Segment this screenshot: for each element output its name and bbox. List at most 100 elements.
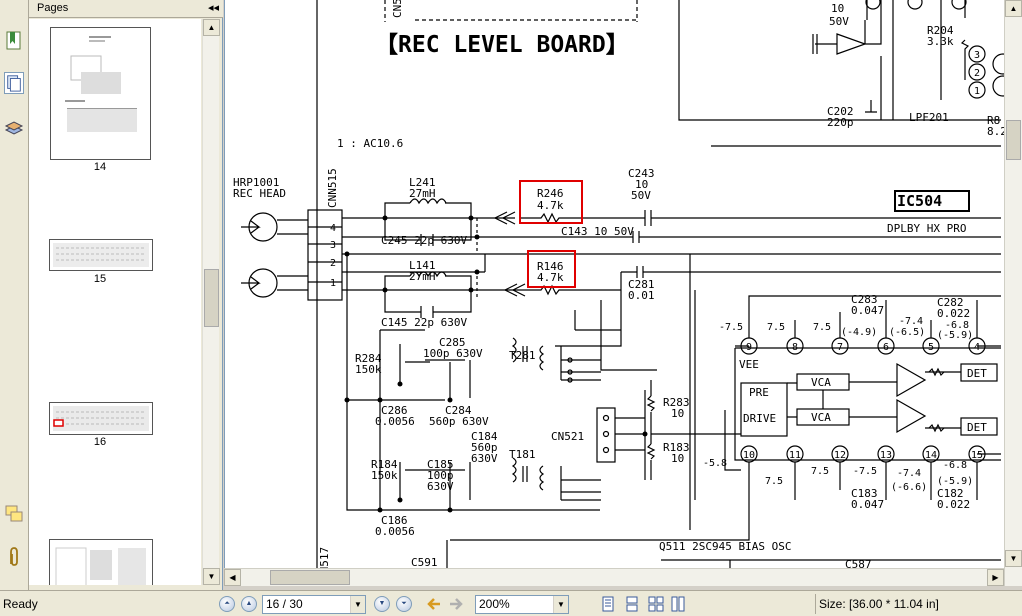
voltage-reading: -7.4 <box>897 468 921 479</box>
zoom-field[interactable]: 200% ▼ <box>475 595 569 614</box>
ic-pin: 13 <box>880 450 892 461</box>
attachments-icon[interactable] <box>4 546 24 568</box>
voltage-reading: -6.8 <box>943 460 967 471</box>
collapse-panel-button[interactable]: ◂◂ <box>207 2 219 14</box>
facing-view-icon[interactable] <box>648 596 664 612</box>
connector-pin: 2 <box>330 258 336 269</box>
continuous-view-icon[interactable] <box>624 596 640 612</box>
r146-value: 4.7k <box>537 271 564 284</box>
next-page-button[interactable]: ▼ <box>374 596 390 612</box>
voltage-reading: (-4.9) <box>841 327 877 338</box>
scroll-thumb[interactable] <box>204 269 219 327</box>
thumbnail-preview <box>55 547 146 585</box>
go-forward-icon[interactable] <box>448 596 464 612</box>
c202-value: 220p <box>827 116 854 129</box>
connector-pin: 3 <box>330 240 336 251</box>
connector-pin: 1 <box>330 278 336 289</box>
connector-pin: 4 <box>330 223 336 234</box>
r284-label: R284 <box>355 352 382 365</box>
r183-value: 10 <box>671 452 684 465</box>
c145-label: C145 22p 630V <box>381 316 467 329</box>
ic-pin: 8 <box>792 342 798 353</box>
scroll-up-button[interactable]: ▲ <box>1005 0 1022 17</box>
scroll-thumb[interactable] <box>270 570 350 585</box>
c283-value: 0.047 <box>851 304 884 317</box>
c185-label: C185 <box>427 458 454 471</box>
page-thumbnail[interactable] <box>49 539 153 585</box>
c283-label: C283 <box>851 293 878 306</box>
scroll-up-button[interactable]: ▲ <box>203 19 220 36</box>
first-page-button[interactable]: ⏶ <box>219 596 235 612</box>
navigation-rail <box>0 0 29 590</box>
document-horizontal-scrollbar[interactable]: ◀ ▶ <box>224 568 1004 586</box>
c243-voltage: 50V <box>631 189 651 202</box>
page-thumbnail-current[interactable] <box>49 402 153 435</box>
document-vertical-scrollbar[interactable]: ▲ ▼ <box>1004 0 1022 586</box>
r246-highlight <box>519 180 583 224</box>
pages-icon[interactable] <box>4 72 24 94</box>
thumbnail-label: 15 <box>93 273 107 285</box>
pages-panel-title: Pages <box>37 2 69 14</box>
vee-label: VEE <box>739 358 759 371</box>
scroll-down-button[interactable]: ▼ <box>1005 550 1022 567</box>
c286-label: C286 <box>381 404 408 417</box>
voltage-reading: 7.5 <box>767 322 785 333</box>
c285-label: C285 <box>439 336 466 349</box>
thumbnail-scrollbar[interactable]: ▲ ▼ <box>202 19 220 585</box>
thumbnail-label: 14 <box>93 161 107 173</box>
voltage-reading: (-6.5) <box>889 327 925 338</box>
chevron-down-icon[interactable]: ▼ <box>350 596 365 613</box>
page-number-value: 16 / 30 <box>266 597 303 611</box>
r204-label: R204 <box>927 24 954 37</box>
scroll-thumb[interactable] <box>1006 120 1021 160</box>
scroll-left-button[interactable]: ◀ <box>224 569 241 586</box>
det-label-1: DET <box>967 367 987 380</box>
board-title: 【REC LEVEL BOARD】 <box>375 32 629 58</box>
voltage-reading: (-5.9) <box>937 330 973 341</box>
drive-label: DRIVE <box>743 412 776 425</box>
c182-value: 0.022 <box>937 498 970 511</box>
c282-value: 0.022 <box>937 307 970 320</box>
c591-label: C591 <box>411 556 438 569</box>
bookmarks-icon[interactable] <box>4 30 24 52</box>
previous-page-button[interactable]: ▲ <box>241 596 257 612</box>
page-number-field[interactable]: 16 / 30 ▼ <box>262 595 366 614</box>
continuous-facing-view-icon[interactable] <box>670 596 686 612</box>
scroll-right-button[interactable]: ▶ <box>987 569 1004 586</box>
page-thumbnail[interactable] <box>49 239 153 271</box>
go-back-icon[interactable] <box>426 596 442 612</box>
c184-label: C184 <box>471 430 498 443</box>
vca-label-1: VCA <box>811 376 831 389</box>
ic-pin: 4 <box>974 342 980 353</box>
ic-pin: 12 <box>834 450 846 461</box>
last-page-button[interactable]: ⏷ <box>396 596 412 612</box>
layers-icon[interactable] <box>4 118 24 140</box>
ic-label: IC504 <box>897 192 942 210</box>
ic-pin: 10 <box>743 450 755 461</box>
ic-pin: 7 <box>837 342 843 353</box>
l141-label: L141 <box>409 259 436 272</box>
c243-label: C243 <box>628 167 655 180</box>
c202-label: C202 <box>827 105 854 118</box>
thumbnail-list: 14 15 16 <box>29 19 201 585</box>
c286-value: 0.0056 <box>375 415 415 428</box>
document-view[interactable]: 【REC LEVEL BOARD】 IC504 DPLBY HX PRO HRP… <box>224 0 1022 586</box>
chevron-down-icon[interactable]: ▼ <box>553 596 568 613</box>
c245-label: C245 22p 630V <box>381 234 467 247</box>
vca-label-2: VCA <box>811 411 831 424</box>
lpf201-label: LPF201 <box>909 111 949 124</box>
single-page-view-icon[interactable] <box>600 596 616 612</box>
r146-highlight <box>527 250 576 288</box>
c186-value: 0.0056 <box>375 525 415 538</box>
c143-label: C143 10 50V <box>561 225 634 238</box>
voltage-reading: 7.5 <box>811 466 829 477</box>
r284-value: 150k <box>355 363 382 376</box>
page-thumbnail[interactable] <box>50 27 151 160</box>
scroll-down-button[interactable]: ▼ <box>203 568 220 585</box>
thumbnail-preview <box>53 406 149 431</box>
misc-82-label: 8.2 <box>987 125 1007 138</box>
c285-value: 100p 630V <box>423 347 483 360</box>
t281-label: T281 <box>509 349 536 362</box>
comments-icon[interactable] <box>4 504 24 526</box>
voltage-reading: -7.5 <box>719 322 743 333</box>
